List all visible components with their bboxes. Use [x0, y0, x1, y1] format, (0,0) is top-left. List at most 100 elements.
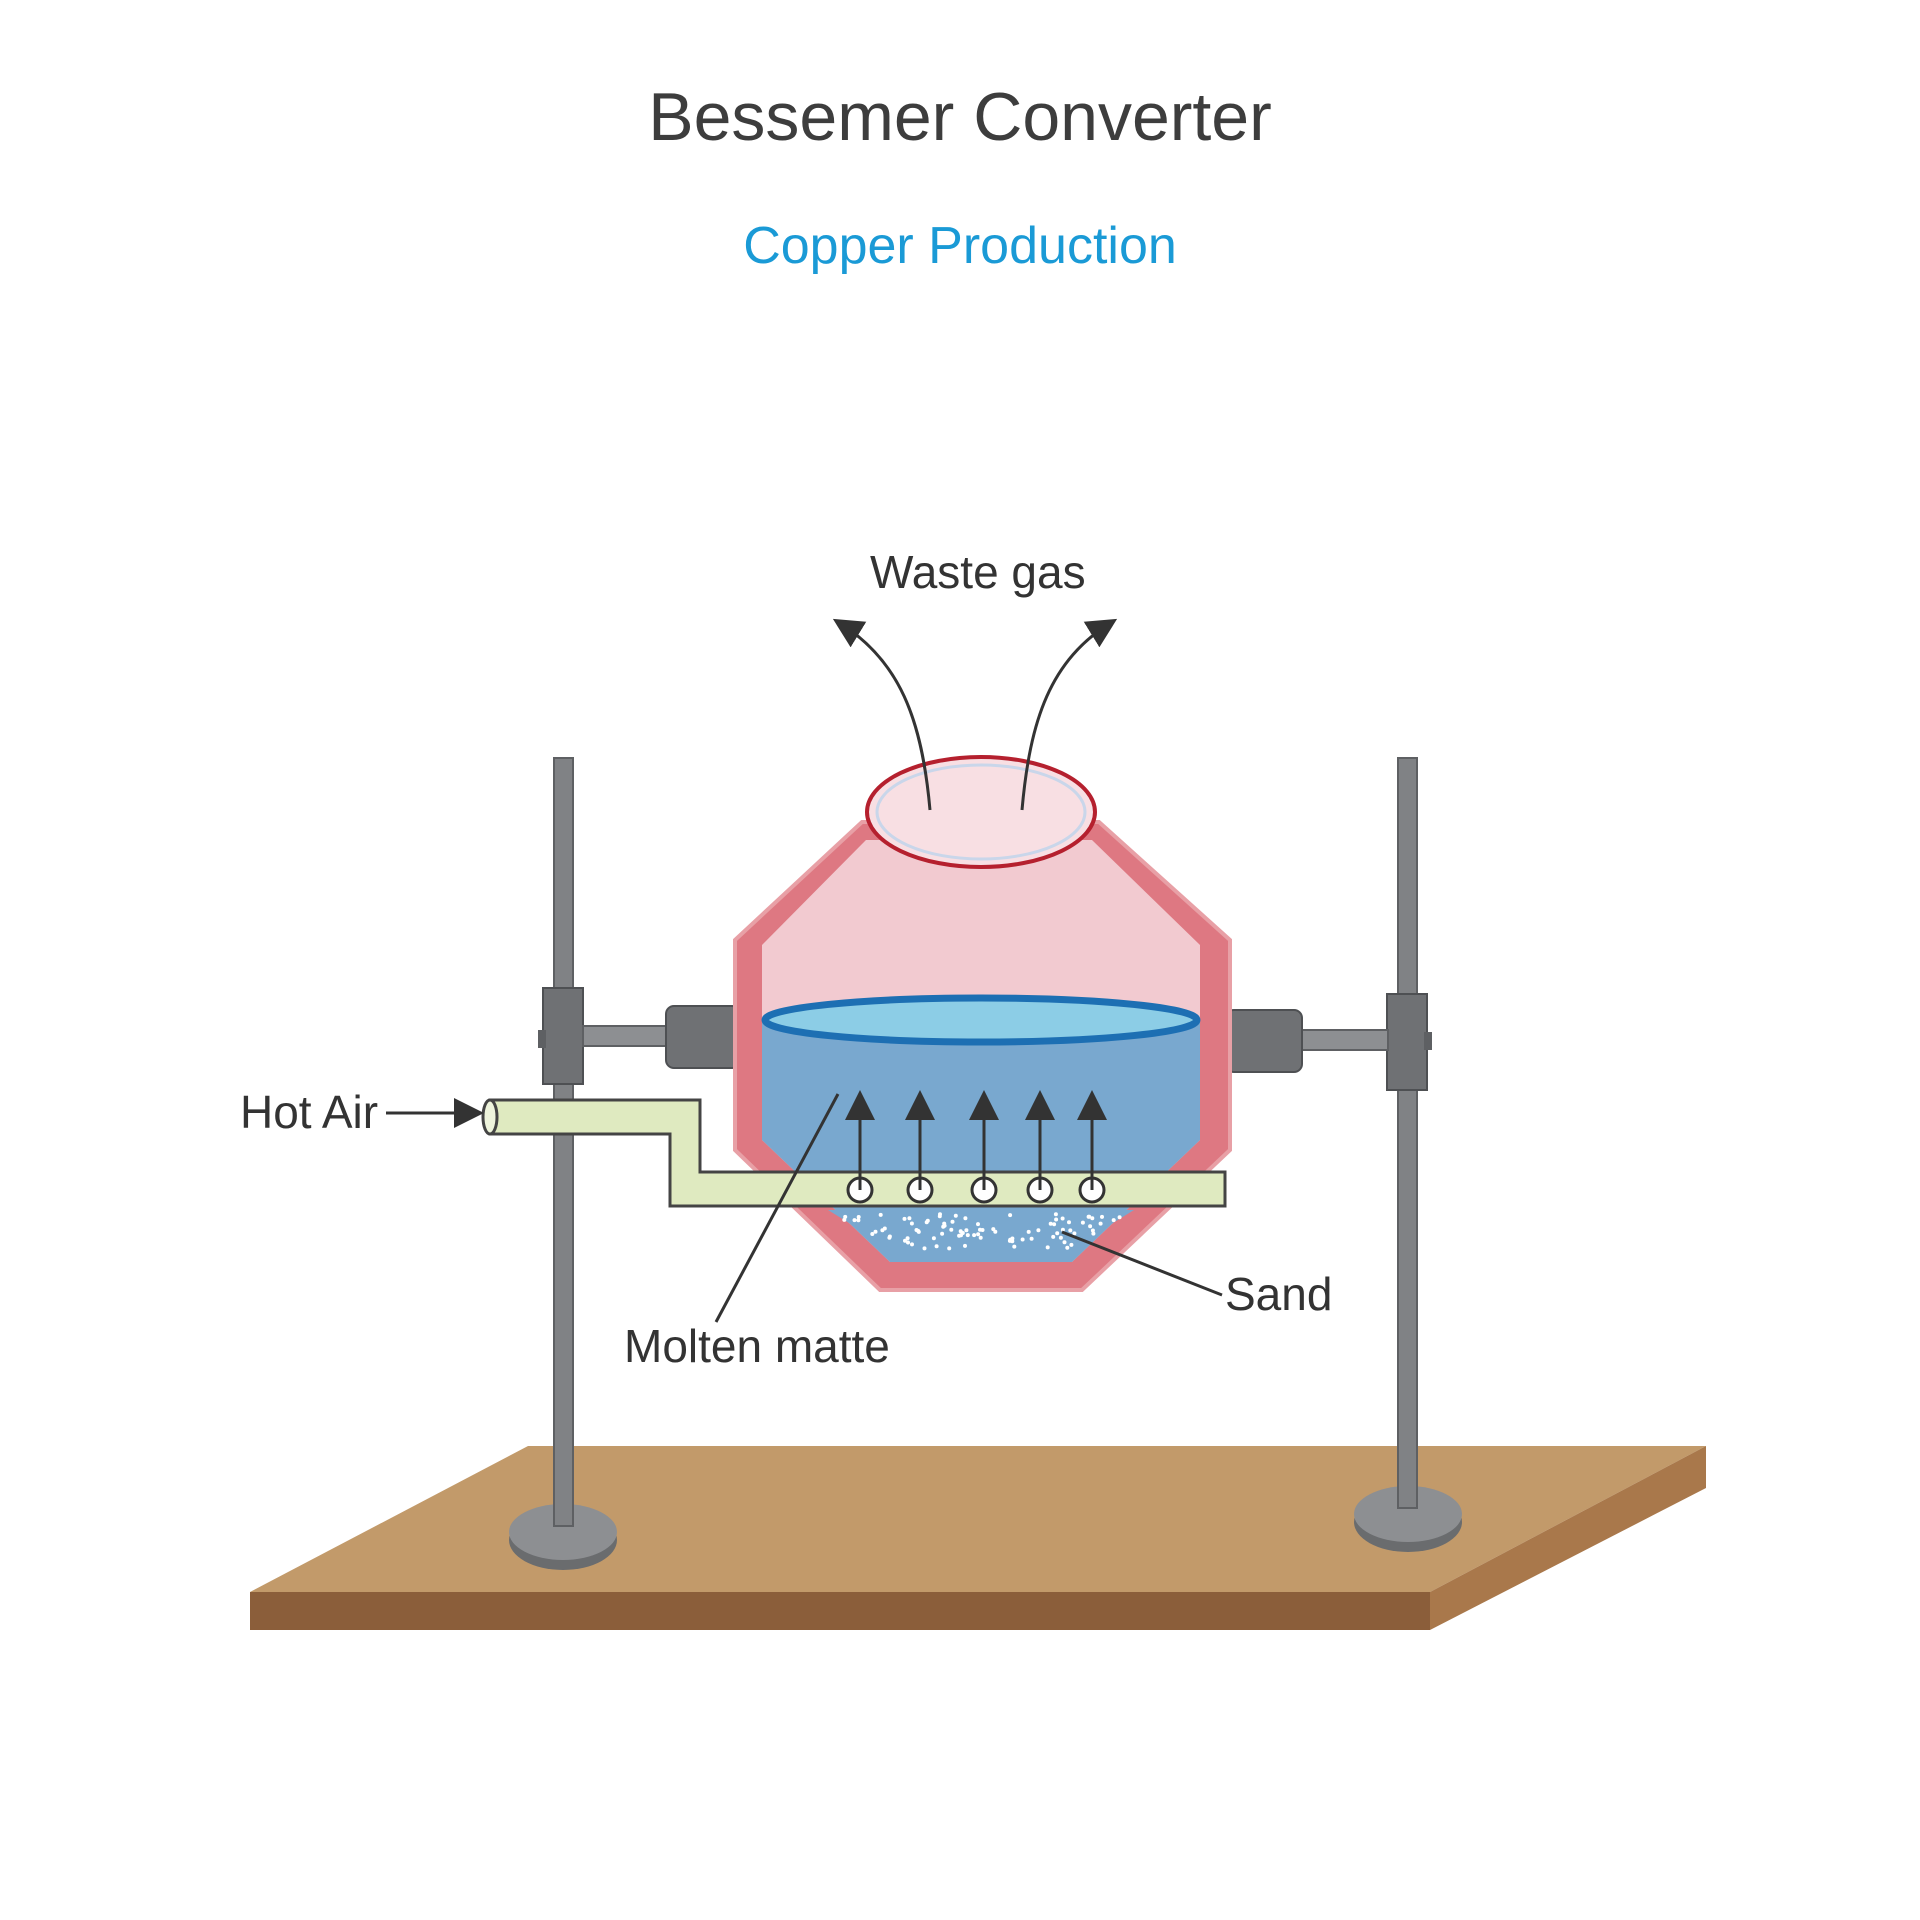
sand-grain — [1055, 1231, 1060, 1236]
sand-grain — [1029, 1236, 1034, 1241]
sand-leader — [1061, 1230, 1223, 1297]
sand-grain — [916, 1228, 921, 1233]
sand-grain — [852, 1218, 857, 1223]
waste-gas-arrow-left — [832, 618, 932, 811]
sand-grain — [1052, 1222, 1057, 1227]
sand-grain — [1012, 1244, 1017, 1249]
diagram-title: Bessemer Converter — [648, 79, 1272, 155]
sand-grain — [910, 1242, 914, 1247]
sand-grain — [1026, 1229, 1031, 1234]
sand-grain — [1062, 1240, 1067, 1245]
left-stand-rod — [553, 757, 574, 1527]
table-front-edge — [250, 1592, 1430, 1630]
table — [250, 1446, 1706, 1630]
left-stand — [509, 757, 617, 1570]
sand-grain — [856, 1218, 861, 1223]
sand-grain — [1048, 1221, 1053, 1226]
right-stand-rod — [1397, 757, 1418, 1509]
sand-grain — [1060, 1227, 1065, 1232]
sand-grain — [1065, 1245, 1070, 1250]
sand-grain — [1067, 1220, 1071, 1225]
sand-grain — [1054, 1217, 1059, 1222]
hot-air-label: Hot Air — [240, 1086, 378, 1138]
sand-grain — [978, 1235, 983, 1240]
sand-grain — [1072, 1231, 1077, 1236]
pipe-inlet — [481, 1098, 499, 1136]
sand-grain — [925, 1218, 930, 1223]
sand-grain — [907, 1216, 912, 1221]
sand-grain — [906, 1240, 910, 1245]
sand-grain — [1117, 1215, 1122, 1220]
sand-grain — [922, 1246, 927, 1251]
sand-grain — [882, 1226, 887, 1231]
sand-grain — [972, 1233, 977, 1238]
sand-grain — [887, 1234, 892, 1239]
leader-lines — [386, 1093, 1223, 1323]
sand-grain — [1100, 1214, 1104, 1219]
right-stand — [1354, 757, 1462, 1552]
sand-grain — [978, 1227, 982, 1232]
left-stand-clamp — [542, 987, 584, 1085]
tuyeres — [845, 1090, 1107, 1204]
sand-grain — [942, 1221, 947, 1226]
sand-grain — [937, 1214, 942, 1219]
sand-grain — [1090, 1228, 1095, 1233]
left-trunnion — [582, 1005, 741, 1069]
molten-matte-leader — [714, 1093, 840, 1323]
sand-grain — [1051, 1234, 1056, 1239]
sand-particles — [842, 1212, 1122, 1251]
sand-grain — [873, 1229, 878, 1234]
waste-gas-label: Waste gas — [870, 546, 1086, 598]
sand-grain — [947, 1246, 952, 1251]
sand-grain — [964, 1228, 969, 1233]
waste-gas-arrow-right — [1020, 618, 1118, 811]
sand-grain — [856, 1215, 861, 1219]
sand-grain — [1069, 1242, 1074, 1247]
sand-grain — [963, 1243, 967, 1248]
sand-grain — [1053, 1212, 1058, 1217]
sand-grain — [963, 1216, 968, 1221]
sand-grain — [1098, 1221, 1103, 1226]
sand-grain — [909, 1221, 914, 1226]
table-side-edge — [1430, 1446, 1706, 1630]
sand-grain — [1111, 1218, 1116, 1223]
converter-mouth — [865, 755, 1097, 869]
sand-grain — [950, 1219, 955, 1224]
sand-grain — [902, 1216, 907, 1221]
sand-grain — [976, 1232, 981, 1237]
sand-grain — [903, 1238, 907, 1243]
molten-matte-label: Molten matte — [624, 1320, 890, 1372]
sand-grain — [1080, 1220, 1085, 1225]
sand-grain — [1087, 1214, 1092, 1219]
sand-grain — [1036, 1228, 1041, 1233]
right-trunnion — [1225, 1009, 1389, 1073]
sand-grain — [976, 1222, 980, 1227]
sand-grain — [940, 1231, 945, 1236]
matte-surface — [761, 994, 1201, 1046]
sand-grain — [1045, 1245, 1050, 1250]
sand-grain — [960, 1231, 965, 1235]
sand-label: Sand — [1225, 1268, 1332, 1320]
sand-grain — [949, 1227, 954, 1232]
converter-vessel — [733, 755, 1232, 1292]
sand-grain — [934, 1244, 939, 1249]
sand-grain — [1068, 1228, 1073, 1233]
right-stand-clamp — [1386, 993, 1428, 1091]
sand-grain — [842, 1217, 847, 1222]
sand-grain — [1060, 1216, 1065, 1221]
sand-grain — [1058, 1235, 1063, 1240]
sand-grain — [957, 1233, 962, 1238]
sand-grain — [931, 1236, 936, 1241]
waste-gas-arrows — [832, 618, 1118, 811]
sand-grain — [843, 1214, 848, 1219]
sand-grain — [991, 1227, 996, 1232]
table-top — [250, 1446, 1706, 1592]
sand-grain — [1088, 1224, 1093, 1229]
sand-grain — [1090, 1216, 1095, 1221]
sand-grain — [1091, 1231, 1096, 1236]
sand-grain — [878, 1212, 883, 1217]
sand-grain — [953, 1213, 958, 1218]
sand-grain — [1008, 1213, 1013, 1218]
sand-grain — [1008, 1237, 1013, 1242]
sand-grain — [870, 1232, 875, 1236]
